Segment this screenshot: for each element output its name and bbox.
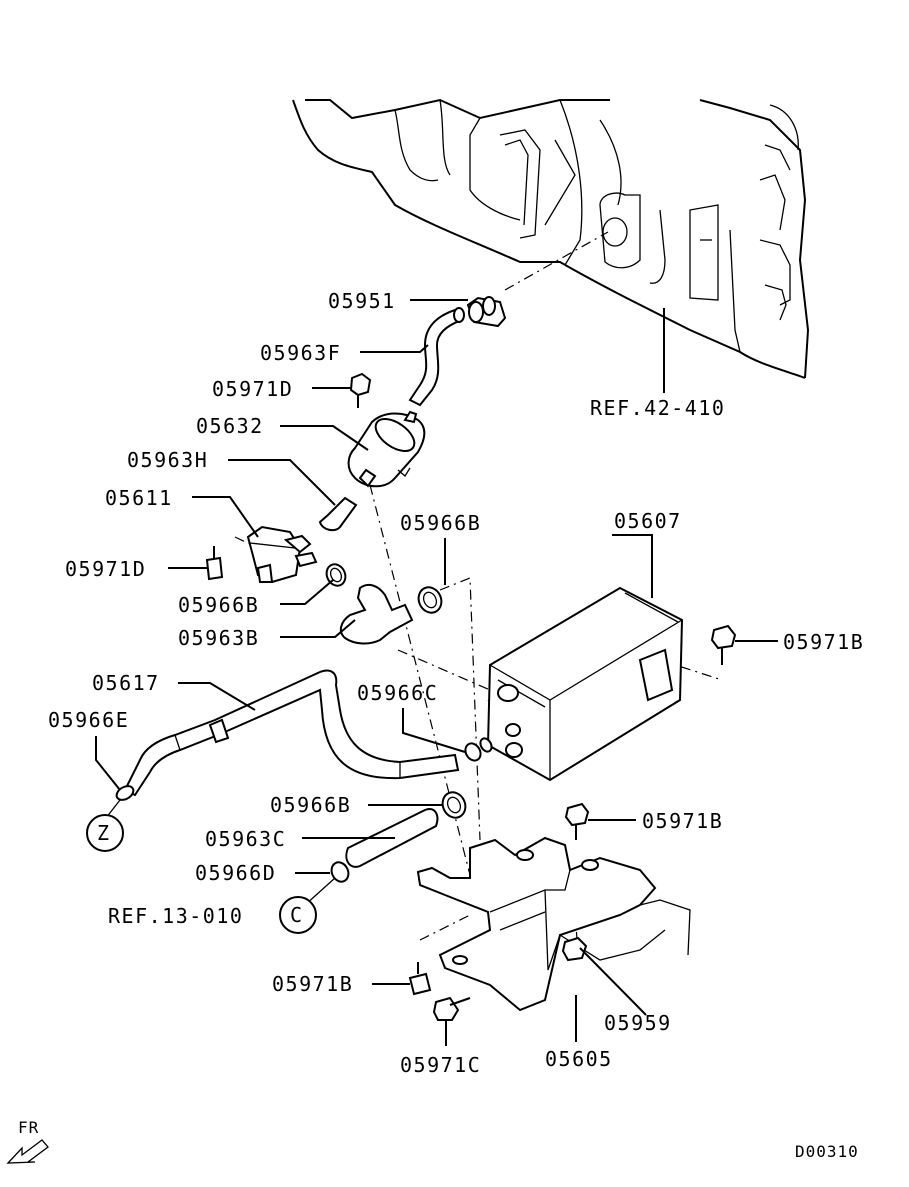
connector-z-circle[interactable]: [86, 814, 124, 852]
bolt-05971D-top-shape: [349, 372, 372, 408]
hose-05617-shape: [123, 669, 460, 797]
label-05966B-c[interactable]: 05966B: [270, 793, 351, 817]
label-05966C[interactable]: 05966C: [357, 681, 438, 705]
drawing-id: D00310: [795, 1142, 859, 1161]
clamp-05966B-b-shape: [417, 586, 443, 614]
assembly-centerlines: [234, 231, 723, 941]
front-orientation-marker: FR: [6, 1118, 49, 1164]
label-05966B-a[interactable]: 05966B: [178, 593, 259, 617]
connector-z-label: Z: [97, 821, 111, 845]
filter-05632-shape: [347, 410, 426, 488]
clamp-05966C-shape: [464, 737, 493, 762]
label-05963B[interactable]: 05963B: [178, 626, 259, 650]
bolt-05971D-left-shape: [205, 546, 224, 581]
label-05607[interactable]: 05607: [614, 509, 682, 533]
callout-labels: 05951 05963F 05971D 05632 05963H 05611 0…: [48, 289, 864, 1077]
label-05632[interactable]: 05632: [196, 414, 264, 438]
hose-05963B-shape: [339, 583, 414, 645]
clamp-05966B-c-shape: [441, 791, 467, 819]
label-05617[interactable]: 05617: [92, 671, 160, 695]
hose-05963H-shape: [318, 496, 358, 532]
bolt-05971B-low-shape: [408, 962, 432, 996]
label-05966D[interactable]: 05966D: [195, 861, 276, 885]
label-05971B-right[interactable]: 05971B: [783, 630, 864, 654]
label-05951[interactable]: 05951: [328, 289, 396, 313]
label-05605[interactable]: 05605: [545, 1047, 613, 1071]
canister-05607-shape: [486, 586, 684, 782]
label-05971B-low[interactable]: 05971B: [272, 972, 353, 996]
fr-arrow-icon: [6, 1139, 49, 1164]
hose-05963F-shape: [408, 307, 465, 407]
valve-05611-shape: [246, 525, 318, 584]
body-panel-outline: [292, 98, 810, 379]
bracket-05605-shape: [416, 836, 691, 1012]
connector-c-circle[interactable]: [279, 896, 317, 934]
label-05971D-top[interactable]: 05971D: [212, 377, 293, 401]
label-05959[interactable]: 05959: [604, 1011, 672, 1035]
clamp-05966D-shape: [330, 861, 350, 883]
label-05963F[interactable]: 05963F: [260, 341, 341, 365]
bolt-05971B-right-shape: [710, 624, 737, 665]
connector-c-label: C: [290, 903, 304, 927]
nut-05959-shape: [561, 936, 588, 962]
label-05963C[interactable]: 05963C: [205, 827, 286, 851]
bolt-05971B-mid-shape: [564, 802, 590, 840]
label-05966E[interactable]: 05966E: [48, 708, 129, 732]
connector-05951-shape: [466, 296, 507, 328]
label-05971D-left[interactable]: 05971D: [65, 557, 146, 581]
label-05971B-mid[interactable]: 05971B: [642, 809, 723, 833]
clamp-05966E-shape: [115, 785, 135, 801]
fr-label: FR: [18, 1118, 39, 1137]
label-05963H[interactable]: 05963H: [127, 448, 208, 472]
connector-markers: Z C: [86, 814, 317, 934]
label-05971C[interactable]: 05971C: [400, 1053, 481, 1077]
ref-42-410[interactable]: REF.42-410: [590, 396, 725, 420]
label-05966B-b[interactable]: 05966B: [400, 511, 481, 535]
label-05611[interactable]: 05611: [105, 486, 173, 510]
bolt-05971C-shape: [432, 996, 471, 1021]
ref-13-010[interactable]: REF.13-010: [108, 904, 243, 928]
